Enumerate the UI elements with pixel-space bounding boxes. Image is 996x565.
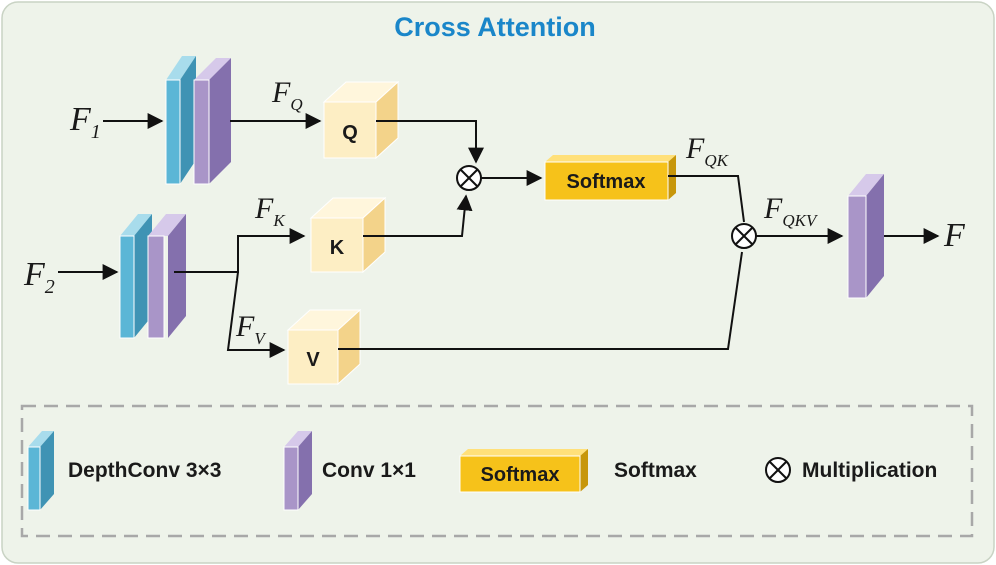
- legend-multiplication-label: Multiplication: [802, 459, 937, 482]
- v-cube-label: V: [306, 349, 320, 371]
- legend-softmax-label: Softmax: [614, 459, 697, 482]
- f2-conv-block: [147, 214, 186, 339]
- softmax-to-mult2-line: [668, 175, 745, 223]
- q-cube: Q: [322, 80, 400, 160]
- multiply-1-icon: [456, 165, 482, 191]
- q-to-mult-arrow: [376, 120, 484, 164]
- input-f1-label: F1: [69, 101, 101, 143]
- fk-label: FK: [254, 192, 286, 230]
- fqk-label: FQK: [685, 132, 730, 170]
- legend-softmax-icon: Softmax: [459, 449, 588, 493]
- q-cube-label: Q: [342, 122, 358, 144]
- softmax-block: Softmax: [544, 155, 676, 201]
- fk-branch-arrow: [174, 228, 306, 273]
- softmax-label: Softmax: [567, 171, 646, 193]
- f1-conv-block: [193, 58, 231, 185]
- diagram-title: Cross Attention: [394, 12, 596, 42]
- v-cube: V: [286, 308, 362, 386]
- k-to-mult-arrow: [363, 194, 473, 237]
- legend-softmax-box-label: Softmax: [481, 464, 560, 486]
- fv-label: FV: [235, 310, 267, 348]
- fqkv-label: FQKV: [763, 192, 819, 230]
- fq-label: FQ: [271, 76, 303, 114]
- output-conv-block: [847, 174, 884, 299]
- f1-depthconv-block: [165, 56, 196, 185]
- f2-depthconv-block: [119, 214, 152, 339]
- legend-depthconv-icon: [27, 431, 54, 511]
- fv-branch-arrow: [226, 271, 286, 358]
- legend-box: [20, 404, 974, 538]
- legend-depthconv-label: DepthConv 3×3: [68, 459, 221, 482]
- k-cube-label: K: [330, 237, 345, 259]
- input-f2-label: F2: [23, 256, 55, 298]
- legend-conv-label: Conv 1×1: [322, 459, 416, 482]
- legend-multiplication-icon: [765, 457, 791, 483]
- multiply-2-icon: [731, 223, 757, 249]
- output-f-label: F: [943, 217, 966, 254]
- v-to-mult2-line: [338, 251, 743, 350]
- legend-conv-icon: [283, 431, 312, 511]
